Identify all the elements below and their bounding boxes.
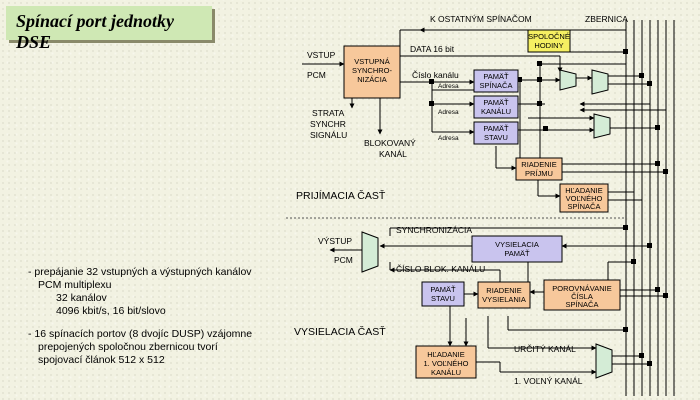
block-hladanie-kanalu: HĽADANIE 1. VOĽNÉHO KANÁLU [415, 345, 477, 379]
block-vstupna-synchronizacia: VSTUPNÁ SYNCHRO- NIZÁCIA [343, 45, 401, 99]
svg-text:1. VOĽNÉHO: 1. VOĽNÉHO [423, 359, 468, 368]
label-prijimacia-cast: PRIJÍMACIA ČASŤ [296, 189, 386, 202]
label-blokovany: BLOKOVANÝ KANÁL [364, 138, 416, 159]
rx-mux-3 [593, 113, 611, 139]
page-title: Spínací port jednotky DSE [16, 11, 175, 52]
svg-text:SYNCHRO-: SYNCHRO- [352, 66, 393, 75]
block-riadenie-prijmu: RIADENIE PRÍJMU [515, 157, 563, 181]
bus-lines [625, 20, 675, 396]
label-data-bus: DATA 16 bit [410, 44, 455, 54]
svg-text:PAMÄŤ: PAMÄŤ [430, 285, 456, 294]
label-zbernica: ZBERNICA [585, 14, 628, 24]
svg-text:PAMÄŤ: PAMÄŤ [483, 124, 509, 133]
svg-text:SYNCHR: SYNCHR [310, 119, 346, 129]
svg-text:VYSIELANIA: VYSIELANIA [482, 295, 526, 304]
label-adresa-1: Adresa [438, 83, 459, 90]
label-cislo-kanalu: Číslo kanálu [412, 70, 459, 80]
rx-mux-1 [559, 69, 577, 91]
svg-text:PRÍJMU: PRÍJMU [525, 169, 553, 178]
svg-text:RIADENIE: RIADENIE [521, 160, 556, 169]
svg-text:KANÁLU: KANÁLU [481, 107, 511, 116]
block-hladanie-spinaca: HĽADANIE VOĽNÉHO SPÍNAČA [559, 183, 609, 213]
svg-text:SPOLOČNÉ: SPOLOČNÉ [528, 32, 570, 41]
svg-text:STAVU: STAVU [484, 133, 508, 142]
svg-text:RIADENIE: RIADENIE [486, 286, 521, 295]
rx-mux-2 [591, 69, 609, 95]
block-vysielacia-pamat: VYSIELACIA PAMÄŤ [471, 235, 563, 263]
svg-text:POROVNÁVANIE: POROVNÁVANIE [552, 284, 611, 293]
block-pamat-stavu-rx: PAMÄŤ STAVU [473, 121, 519, 145]
bullet-line-1: - prepájanie 32 vstupných a výstupných k… [28, 266, 252, 278]
svg-text:KANÁLU: KANÁLU [431, 368, 461, 377]
svg-text:BLOKOVANÝ: BLOKOVANÝ [364, 138, 416, 148]
tx-output-mux [361, 231, 379, 273]
svg-text:HODINY: HODINY [534, 41, 563, 50]
svg-text:NIZÁCIA: NIZÁCIA [357, 75, 387, 84]
block-pamat-spinaca: PAMÄŤ SPÍNAČA [473, 69, 519, 93]
svg-text:HĽADANIE: HĽADANIE [427, 350, 465, 359]
svg-text:SPÍNAČA: SPÍNAČA [566, 300, 599, 309]
svg-text:PAMÄŤ: PAMÄŤ [483, 98, 509, 107]
label-cislo-blok: ČÍSLO BLOK. KANÁLU [396, 264, 485, 274]
block-pamat-kanalu: PAMÄŤ KANÁLU [473, 95, 519, 119]
label-volny-kanal: 1. VOĽNÝ KANÁL [514, 376, 583, 386]
bullet-line-6: prepojených spoločnou zbernicou tvorí [38, 341, 218, 353]
svg-text:STRATA: STRATA [312, 108, 345, 118]
label-pcm-in: PCM [307, 70, 326, 80]
svg-text:VOĽNÉHO: VOĽNÉHO [566, 194, 603, 203]
label-strata: STRATA SYNCHR SIGNÁLU [310, 108, 347, 140]
label-vysielacia-cast: VYSIELACIA ČASŤ [294, 325, 386, 338]
svg-text:ČÍSLA: ČÍSLA [571, 292, 593, 301]
svg-text:PAMÄŤ: PAMÄŤ [483, 72, 509, 81]
svg-text:SPÍNAČA: SPÍNAČA [480, 81, 513, 90]
bullet-line-3: 32 kanálov [56, 292, 107, 304]
svg-text:VSTUPNÁ: VSTUPNÁ [354, 57, 389, 66]
label-vystup: VÝSTUP [318, 236, 352, 246]
svg-text:HĽADANIE: HĽADANIE [565, 186, 603, 195]
block-pamat-stavu-tx: PAMÄŤ STAVU [421, 281, 465, 307]
label-adresa-2: Adresa [438, 109, 459, 116]
title-box: Spínací port jednotky DSE [6, 6, 212, 52]
label-pcm-out: PCM [334, 255, 353, 265]
svg-text:VYSIELACIA: VYSIELACIA [495, 240, 539, 249]
bullet-line-2: PCM multiplexu [38, 279, 112, 291]
bullet-text: - prepájanie 32 vstupných a výstupných k… [28, 266, 278, 367]
bullet-line-5: - 16 spínacích portov (8 dvojíc DUSP) vz… [28, 328, 253, 340]
label-vstup: VSTUP [307, 50, 336, 60]
block-porovnavanie: POROVNÁVANIE ČÍSLA SPÍNAČA [543, 279, 621, 311]
block-riadenie-vysielania: RIADENIE VYSIELANIA [477, 281, 531, 309]
label-k-ostatnym: K OSTATNÝM SPÍNAČOM [430, 14, 532, 24]
block-spolocne-hodiny: SPOLOČNÉ HODINY [527, 29, 571, 53]
svg-text:SIGNÁLU: SIGNÁLU [310, 130, 347, 140]
bullet-line-4: 4096 kbit/s, 16 bit/slovo [56, 305, 166, 317]
label-adresa-3: Adresa [438, 135, 459, 142]
label-synchronizacia: SYNCHRONIZÁCIA [396, 225, 472, 235]
tx-select-mux [595, 343, 613, 379]
label-urcity-kanal: URČITÝ KANÁL [514, 344, 576, 354]
svg-text:PAMÄŤ: PAMÄŤ [504, 249, 530, 258]
svg-text:STAVU: STAVU [431, 294, 455, 303]
svg-text:SPÍNAČA: SPÍNAČA [568, 202, 601, 211]
svg-text:KANÁL: KANÁL [379, 149, 407, 159]
bullet-line-7: spojovací článok 512 x 512 [38, 354, 165, 366]
